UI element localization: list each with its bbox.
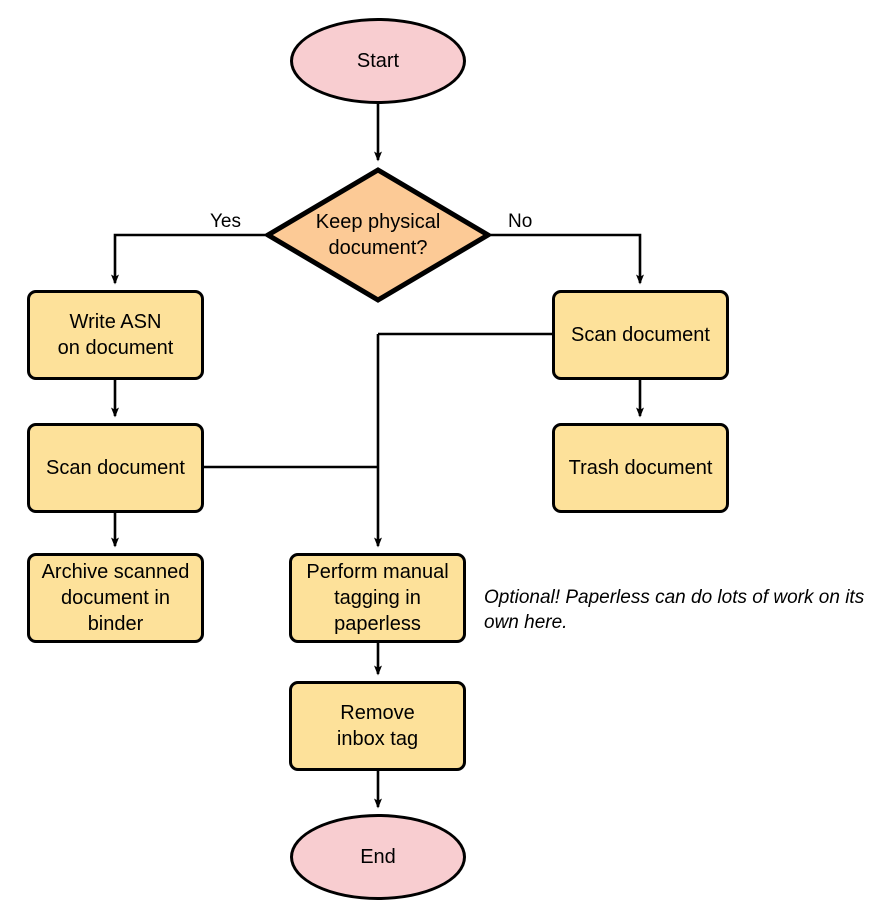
node-manual-tagging[interactable]: Perform manual tagging in paperless xyxy=(289,553,466,643)
node-remove-inbox-tag[interactable]: Remove inbox tag xyxy=(289,681,466,771)
diamond-shape xyxy=(265,167,491,303)
node-start-label: Start xyxy=(356,50,400,72)
node-manual-tagging-label: Perform manual tagging in paperless xyxy=(306,561,449,635)
edge-label-no: No xyxy=(508,211,533,232)
node-remove-inbox-tag-label: Remove inbox tag xyxy=(336,702,419,750)
node-write-asn-label: Write ASN on document xyxy=(57,311,174,359)
node-end-label: End xyxy=(360,846,396,868)
node-end[interactable]: End xyxy=(290,814,466,900)
edge-decision-to-write-asn xyxy=(111,233,265,285)
node-start[interactable]: Start xyxy=(290,18,466,104)
node-archive-binder[interactable]: Archive scanned document in binder xyxy=(27,553,204,643)
node-trash-document-label: Trash document xyxy=(568,457,713,479)
node-decision-keep-physical[interactable]: Keep physical document? xyxy=(265,167,491,303)
edge-label-yes: Yes xyxy=(210,211,241,232)
annotation-optional-note: Optional! Paperless can do lots of work … xyxy=(484,587,865,633)
node-decision-keep-physical-label: Keep physical document? xyxy=(315,211,441,259)
node-archive-binder-label: Archive scanned document in binder xyxy=(41,561,190,635)
node-scan-document-right[interactable]: Scan document xyxy=(552,290,729,380)
node-write-asn[interactable]: Write ASN on document xyxy=(27,290,204,380)
edge-decision-to-scan-right xyxy=(491,233,644,285)
node-scan-document-right-label: Scan document xyxy=(571,324,710,346)
node-scan-document-left-label: Scan document xyxy=(46,457,185,479)
node-trash-document[interactable]: Trash document xyxy=(552,423,729,513)
node-scan-document-left[interactable]: Scan document xyxy=(27,423,204,513)
